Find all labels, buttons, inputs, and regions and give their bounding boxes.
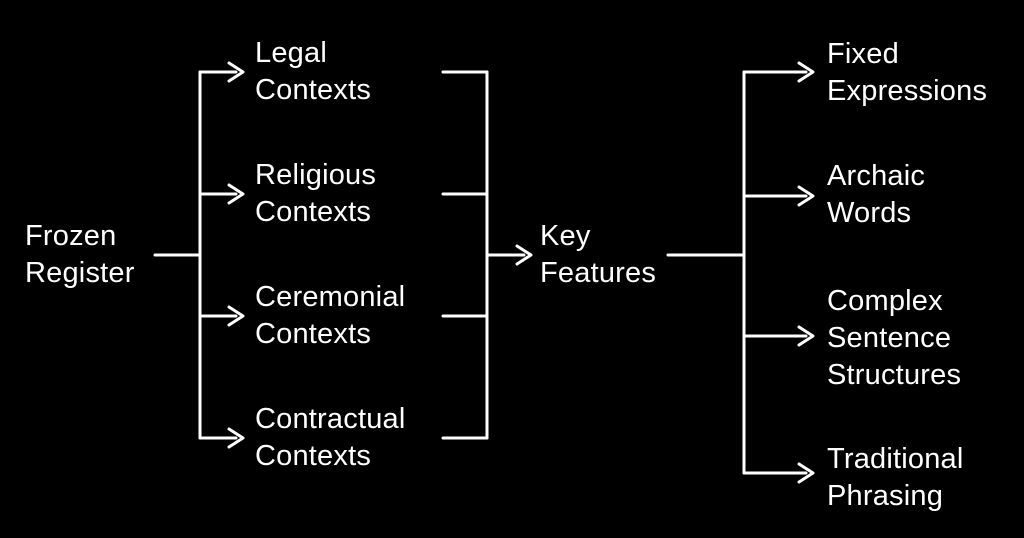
node-legal-contexts: Legal Contexts — [255, 37, 372, 106]
arrow-ceremonial-contexts — [198, 305, 245, 327]
arrow-fixed-expressions — [742, 61, 815, 83]
node-religious-contexts: Religious Contexts — [255, 159, 377, 228]
arrow-religious-contexts — [198, 183, 245, 205]
node-contractual-contexts: Contractual Contexts — [255, 403, 406, 472]
node-fixed-expressions: Fixed Expressions — [827, 38, 988, 107]
arrow-traditional-phrasing — [742, 462, 815, 484]
left-branch-bracket — [198, 61, 245, 449]
collector-bracket — [441, 70, 533, 440]
node-ceremonial-contexts: Ceremonial Contexts — [255, 281, 406, 350]
arrow-complex-sentence-structures — [742, 325, 815, 347]
collector-stubs — [441, 70, 489, 440]
right-branch-bracket — [742, 61, 815, 484]
node-traditional-phrasing: Traditional Phrasing — [827, 443, 964, 512]
node-complex-sentence-structures: Complex Sentence Structures — [827, 285, 962, 391]
node-key-features: Key Features — [540, 220, 657, 289]
arrow-archaic-words — [742, 185, 815, 207]
node-frozen-register: Frozen Register — [25, 220, 135, 289]
arrow-key-features — [485, 244, 533, 266]
arrow-contractual-contexts — [198, 427, 245, 449]
node-archaic-words: Archaic Words — [827, 160, 926, 229]
arrow-legal-contexts — [198, 61, 245, 83]
